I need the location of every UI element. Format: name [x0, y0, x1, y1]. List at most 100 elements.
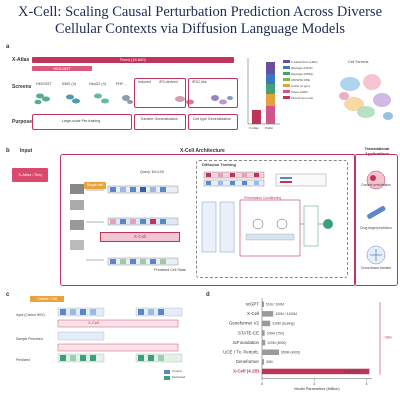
value-label: 4.1B (12x) [344, 370, 360, 374]
panel-c-legend-2: Perturbed [172, 375, 186, 379]
bar [262, 339, 266, 346]
bar-public-seg3 [266, 84, 275, 94]
screen-label-1: HEK293T [36, 82, 52, 86]
apps-frame [354, 154, 398, 286]
bar [262, 301, 264, 307]
panel-c-grids [57, 307, 183, 380]
panel-c-row-2: Sample Perturbed [16, 337, 43, 341]
title-line-2: Cellular Contexts via Diffusion Language… [54, 21, 346, 37]
screens-cell-illustrations [34, 93, 233, 105]
params-bar-chart: scGPT 51M / 100M X-Cell 430M / 4100M Genefor… [223, 298, 393, 391]
app-label-3: Cross-tissue transfer [360, 266, 392, 270]
value-label: 120M (5000) [267, 341, 286, 345]
bars-label-1: X-Atlas [249, 126, 259, 130]
app-label-1: Context perturbation [361, 183, 391, 187]
legend-item-4: CRISPRi RPE [290, 78, 310, 82]
apps-label: Translational Applications [364, 146, 390, 156]
purpose-label-2: Transfer Generalization [140, 117, 178, 121]
diffusion-label: Diffusion Training [202, 162, 236, 167]
screens-group-3 [188, 78, 238, 108]
token-strips [70, 184, 179, 266]
category-label: X-Cell (4.1B) [233, 369, 259, 374]
category-label: UCE / Tx. Perturb. [223, 350, 259, 355]
value-label: 430M / 4100M [275, 312, 297, 316]
purpose-label-1: Large-scale Pre-training [61, 119, 101, 123]
panel-c-chip-1: Context / Cell [30, 296, 64, 302]
value-label: 100M (750) [267, 331, 284, 335]
bar [262, 359, 264, 365]
panel-d-letter: d [206, 292, 210, 298]
diffusion-frame [196, 160, 348, 278]
category-label: scGPT [246, 302, 260, 307]
applications-icons [366, 170, 386, 265]
bar [262, 330, 265, 336]
screen-label-3: HepG2 (X) [89, 82, 107, 86]
panel-c-letter: c [6, 292, 10, 298]
app-label-2: Drug target prediction [360, 226, 392, 230]
bar-xatlas [252, 110, 261, 124]
panel-b-letter: b [6, 148, 10, 154]
panel-c-row-3: Predicted [16, 358, 30, 362]
sc-label-box: Single-cell [84, 182, 106, 189]
bars-label-2: Public [265, 126, 274, 130]
purpose-label-3: Cell type Generalization [192, 117, 232, 121]
queries-label: Query: 64×100 [140, 170, 164, 174]
legend-item-6: Tahoe-100M [290, 90, 308, 94]
panel-a-letter: a [6, 44, 10, 50]
category-label: Geneformer V2 [229, 321, 260, 326]
bar [262, 320, 271, 327]
x-axis-label: Model Parameters (Million) [294, 387, 340, 391]
xcell-box: X-Cell [100, 232, 180, 242]
architecture-label: X-Cell Architecture [180, 148, 225, 154]
purpose-box-3 [188, 114, 238, 130]
x-tick-label: 2 [313, 382, 315, 386]
xatlas-subbar: HEK293T [32, 66, 92, 71]
legend-item-3: Replogle (RPE1) [290, 72, 314, 76]
diffusion-diagram [201, 171, 333, 257]
conditioning-label: Perturbation Conditioning [244, 196, 282, 200]
legend-item-5: Jurkat (X-gen) [290, 84, 310, 88]
legend-item-1: X-Atlas/Orion (HEK) [290, 60, 318, 64]
value-label: 650M (4200) [281, 351, 300, 355]
purpose-box-1 [32, 114, 132, 130]
x-tick-label: 0 [261, 382, 263, 386]
panel-a-legend: X-Atlas/Orion (HEK) Replogle (K562) Repl… [283, 60, 333, 102]
cell-screens-label: Cell Screens [348, 60, 369, 64]
value-label: 316M (scaling) [272, 322, 294, 326]
bar-public-seg4 [266, 94, 275, 106]
row-screens-label: Screens [12, 84, 32, 90]
figure-title: X-Cell: Scaling Causal Perturbation Pred… [0, 4, 400, 38]
screen-label-5: Induced [138, 80, 151, 84]
predicted-state-label: Predicted Cell State [154, 268, 186, 272]
row-purpose-label: Purpose [12, 119, 33, 125]
cell-screens-umap [339, 74, 393, 120]
category-label: STATE-CE [238, 330, 259, 335]
row-xatlas-label: X-Atlas [12, 57, 30, 63]
architecture-frame [60, 154, 356, 286]
panel-c-row-1: Input (Control HEK) [16, 313, 45, 317]
category-label: scFoundation [233, 340, 260, 345]
bar-public-seg2 [266, 74, 275, 84]
highlight-label: ~58× [383, 334, 393, 339]
bar [262, 311, 274, 317]
panel-c-xcell-label: X-Cell [88, 320, 99, 325]
legend-item-2: Replogle (K562) [290, 66, 313, 70]
value-label: 30M [266, 360, 273, 364]
bar [262, 368, 370, 375]
panel-c-legend-1: Control [172, 369, 182, 373]
bar-public-seg5 [266, 106, 275, 124]
bar-public-seg1 [266, 62, 275, 74]
value-label: 51M / 100M [266, 303, 284, 307]
xatlas-bar: Fixed (18 600) [32, 57, 234, 63]
category-label: X-Cell [247, 311, 259, 316]
bar [262, 349, 280, 355]
screen-label-6: iPS-derived [159, 80, 178, 84]
input-label: Input [20, 148, 33, 154]
category-label: Geneformer [236, 359, 260, 364]
screen-label-4: PHF... [116, 82, 126, 86]
purpose-box-2 [134, 114, 186, 130]
atlas-stacked-bars [247, 58, 280, 125]
legend-item-7: Perturb-seq scal. [290, 96, 314, 100]
title-line-1: X-Cell: Scaling Causal Perturbation Pred… [17, 4, 383, 20]
screen-label-7: iPSC-like [192, 80, 207, 84]
